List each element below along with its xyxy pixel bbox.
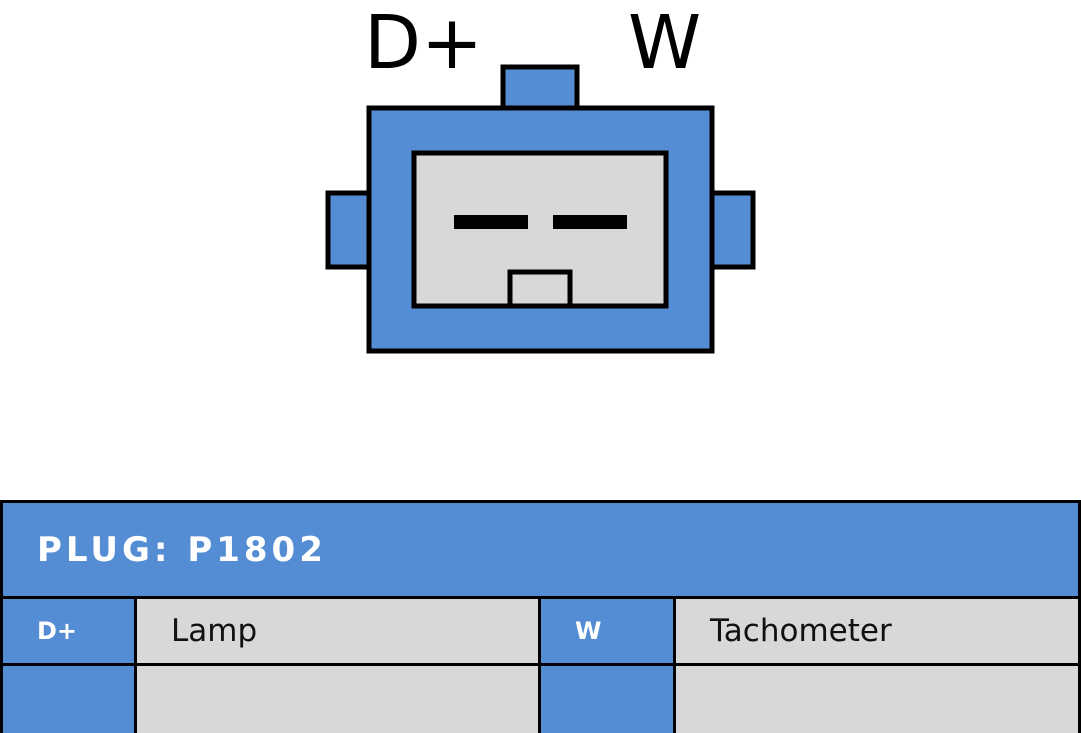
table-row [3, 666, 1078, 733]
function-cell [137, 666, 541, 733]
connector-right-tab [708, 190, 756, 270]
pin-cell: D+ [3, 599, 137, 663]
table-header: PLUG: P1802 [3, 503, 1078, 599]
function-cell: Tachometer [676, 599, 1078, 663]
terminal-blade-right [553, 215, 627, 229]
function-cell: Lamp [137, 599, 541, 663]
function-cell [676, 666, 1078, 733]
connector-bottom-notch [507, 269, 573, 309]
connector-left-tab [325, 190, 373, 270]
plug-title: PLUG: P1802 [37, 529, 327, 570]
pin-function-table: PLUG: P1802 D+ Lamp W Tachometer [0, 500, 1081, 733]
connector-diagram: D+ W [325, 0, 756, 354]
pin-cell: W [541, 599, 676, 663]
terminal-blade-left [454, 215, 528, 229]
pin-cell [541, 666, 676, 733]
table-row: D+ Lamp W Tachometer [3, 599, 1078, 666]
connector-top-key [500, 64, 580, 112]
pin-cell [3, 666, 137, 733]
terminal-label-w: W [628, 0, 701, 86]
terminal-label-d-plus: D+ [364, 0, 483, 86]
